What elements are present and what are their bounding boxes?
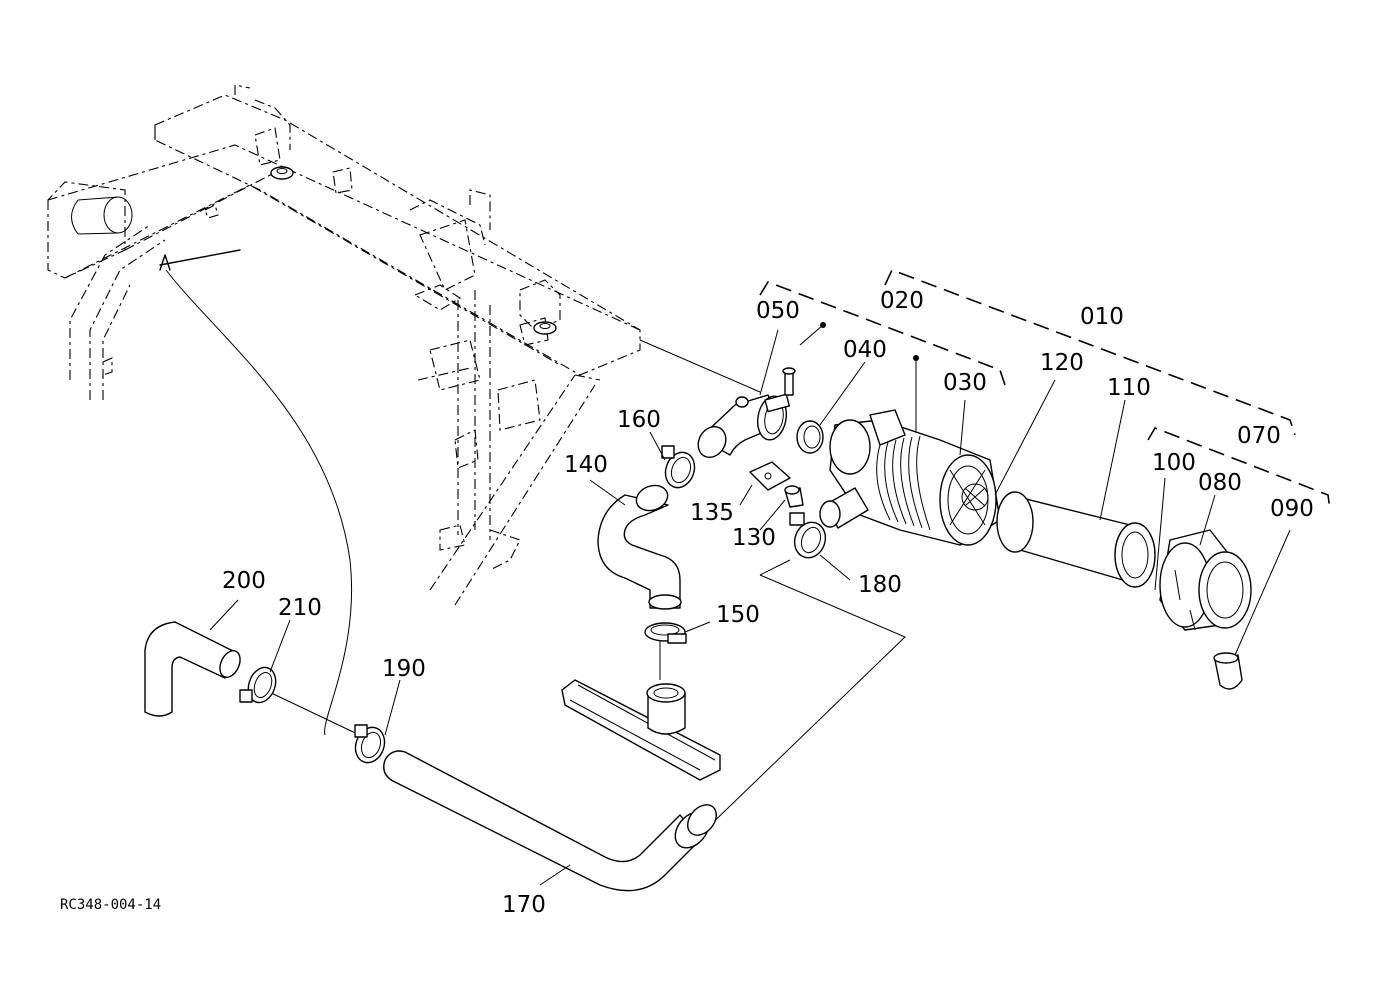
label-080: 080 [1198, 470, 1242, 496]
clamp-150 [644, 622, 687, 644]
label-100: 100 [1152, 450, 1196, 476]
intake-manifold [561, 679, 721, 781]
clamp-210 [239, 666, 277, 704]
air-cleaner [697, 322, 1001, 546]
routing-lines [165, 269, 906, 836]
label-200: 200 [222, 568, 266, 594]
hose-170 [383, 750, 717, 892]
clamp-190 [354, 724, 386, 764]
label-010: 010 [1080, 304, 1124, 330]
label-020: 020 [880, 288, 924, 314]
leader-lines [209, 329, 1291, 886]
label-050: 050 [756, 298, 800, 324]
hose-200 [144, 621, 241, 717]
label-110: 110 [1107, 375, 1151, 401]
label-040: 040 [843, 337, 887, 363]
label-160: 160 [617, 407, 661, 433]
part-labels: 050 020 040 030 010 120 110 070 100 080 … [60, 288, 1314, 918]
small-parts [661, 445, 827, 559]
label-120: 120 [1040, 350, 1084, 376]
group-brackets [759, 268, 1331, 511]
diagram-code: RC348-004-14 [60, 897, 161, 913]
label-135: 135 [690, 500, 734, 526]
label-030: 030 [943, 370, 987, 396]
label-190: 190 [382, 656, 426, 682]
label-170: 170 [502, 892, 546, 918]
chassis-frame [47, 84, 641, 606]
label-180: 180 [858, 572, 902, 598]
label-090: 090 [1270, 496, 1314, 522]
label-210: 210 [278, 595, 322, 621]
label-140: 140 [564, 452, 608, 478]
hose-140 [597, 484, 682, 610]
filter-elements [996, 491, 1252, 690]
label-130: 130 [732, 525, 776, 551]
label-150: 150 [716, 602, 760, 628]
label-070: 070 [1237, 423, 1281, 449]
